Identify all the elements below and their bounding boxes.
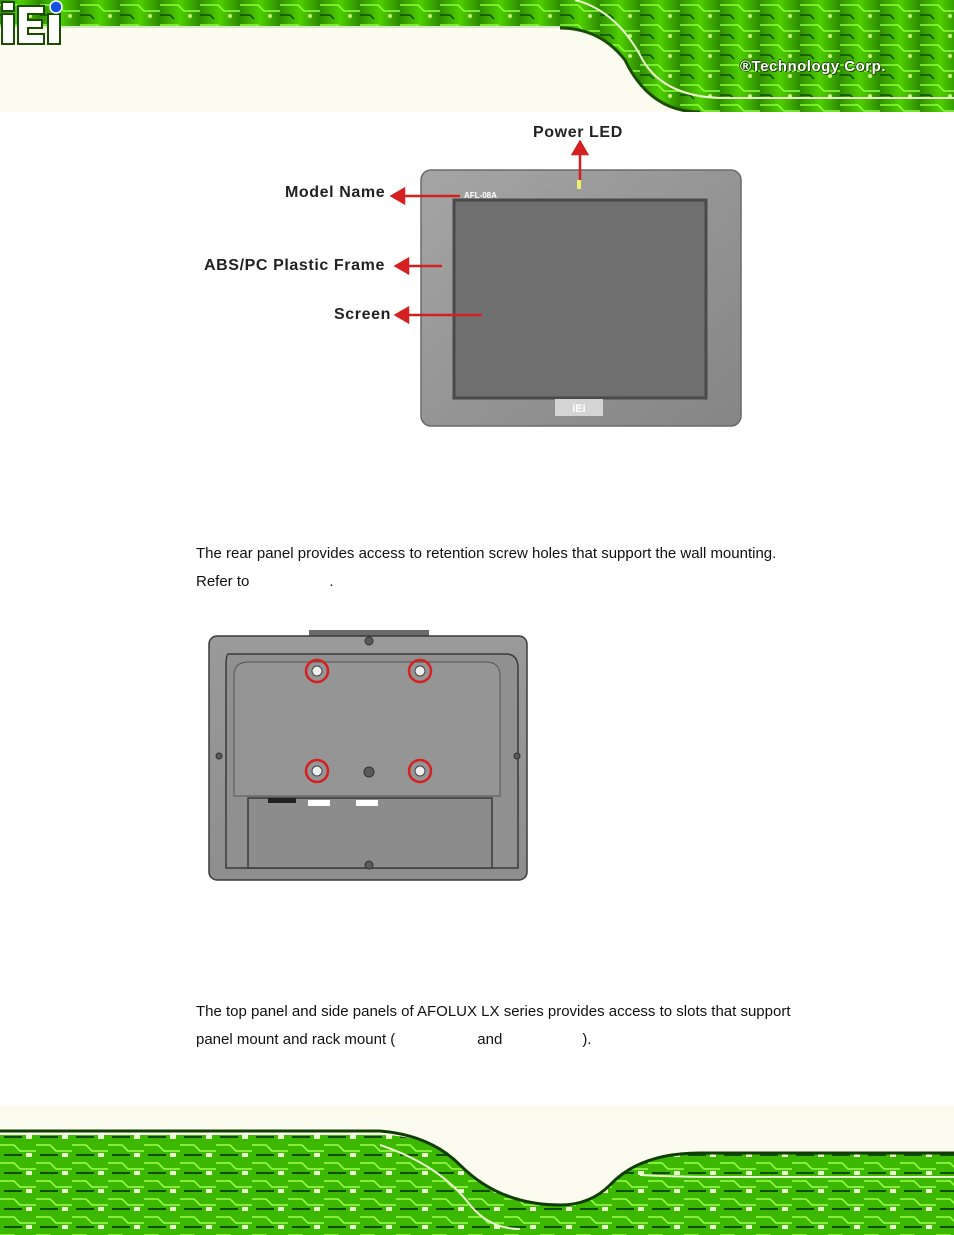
- circuit-board-footer-graphic: [0, 1105, 954, 1235]
- top-panel-paragraph: The top panel and side panels of AFOLUX …: [196, 998, 813, 1054]
- rear-screw-icon: [364, 636, 374, 646]
- iei-logo-icon: [1, 0, 63, 45]
- label-model-name: Model Name: [285, 184, 386, 201]
- circuit-board-header-graphic: [0, 0, 954, 112]
- rear-screw-icon: [364, 860, 374, 870]
- vesa-hole-icon: [407, 758, 433, 784]
- rear-panel-refer: Refer to: [196, 573, 250, 590]
- rear-io-cover: [247, 797, 493, 869]
- vesa-hole-icon: [407, 658, 433, 684]
- bezel-logo-plate: [555, 399, 603, 416]
- vesa-hole-icon: [304, 658, 330, 684]
- top-panel-line1: The top panel and side panels of AFOLUX …: [196, 1003, 791, 1020]
- rear-screw-icon: [513, 752, 521, 760]
- front-panel-figure: AFL-08A iEi: [389, 140, 742, 427]
- brand-text: ®Technology Corp.: [740, 58, 886, 75]
- rear-panel-line1: The rear panel provides access to retent…: [196, 545, 777, 562]
- label-plastic-frame: ABS/PC Plastic Frame: [204, 257, 385, 274]
- rear-panel-paragraph: The rear panel provides access to retent…: [196, 540, 813, 596]
- rear-screw-icon: [363, 766, 375, 778]
- model-marking: AFL-08A: [464, 191, 497, 200]
- page-header: ®Technology Corp.: [0, 0, 954, 112]
- vesa-holes: [304, 658, 433, 784]
- rear-panel-figure: [208, 630, 528, 881]
- page-footer: [0, 1105, 954, 1235]
- label-power-led: Power LED: [533, 124, 623, 141]
- bezel-logo: iEi: [572, 403, 585, 415]
- label-screen: Screen: [334, 306, 391, 323]
- vesa-hole-icon: [304, 758, 330, 784]
- rear-screw-icon: [215, 752, 223, 760]
- power-led-icon: [577, 180, 581, 189]
